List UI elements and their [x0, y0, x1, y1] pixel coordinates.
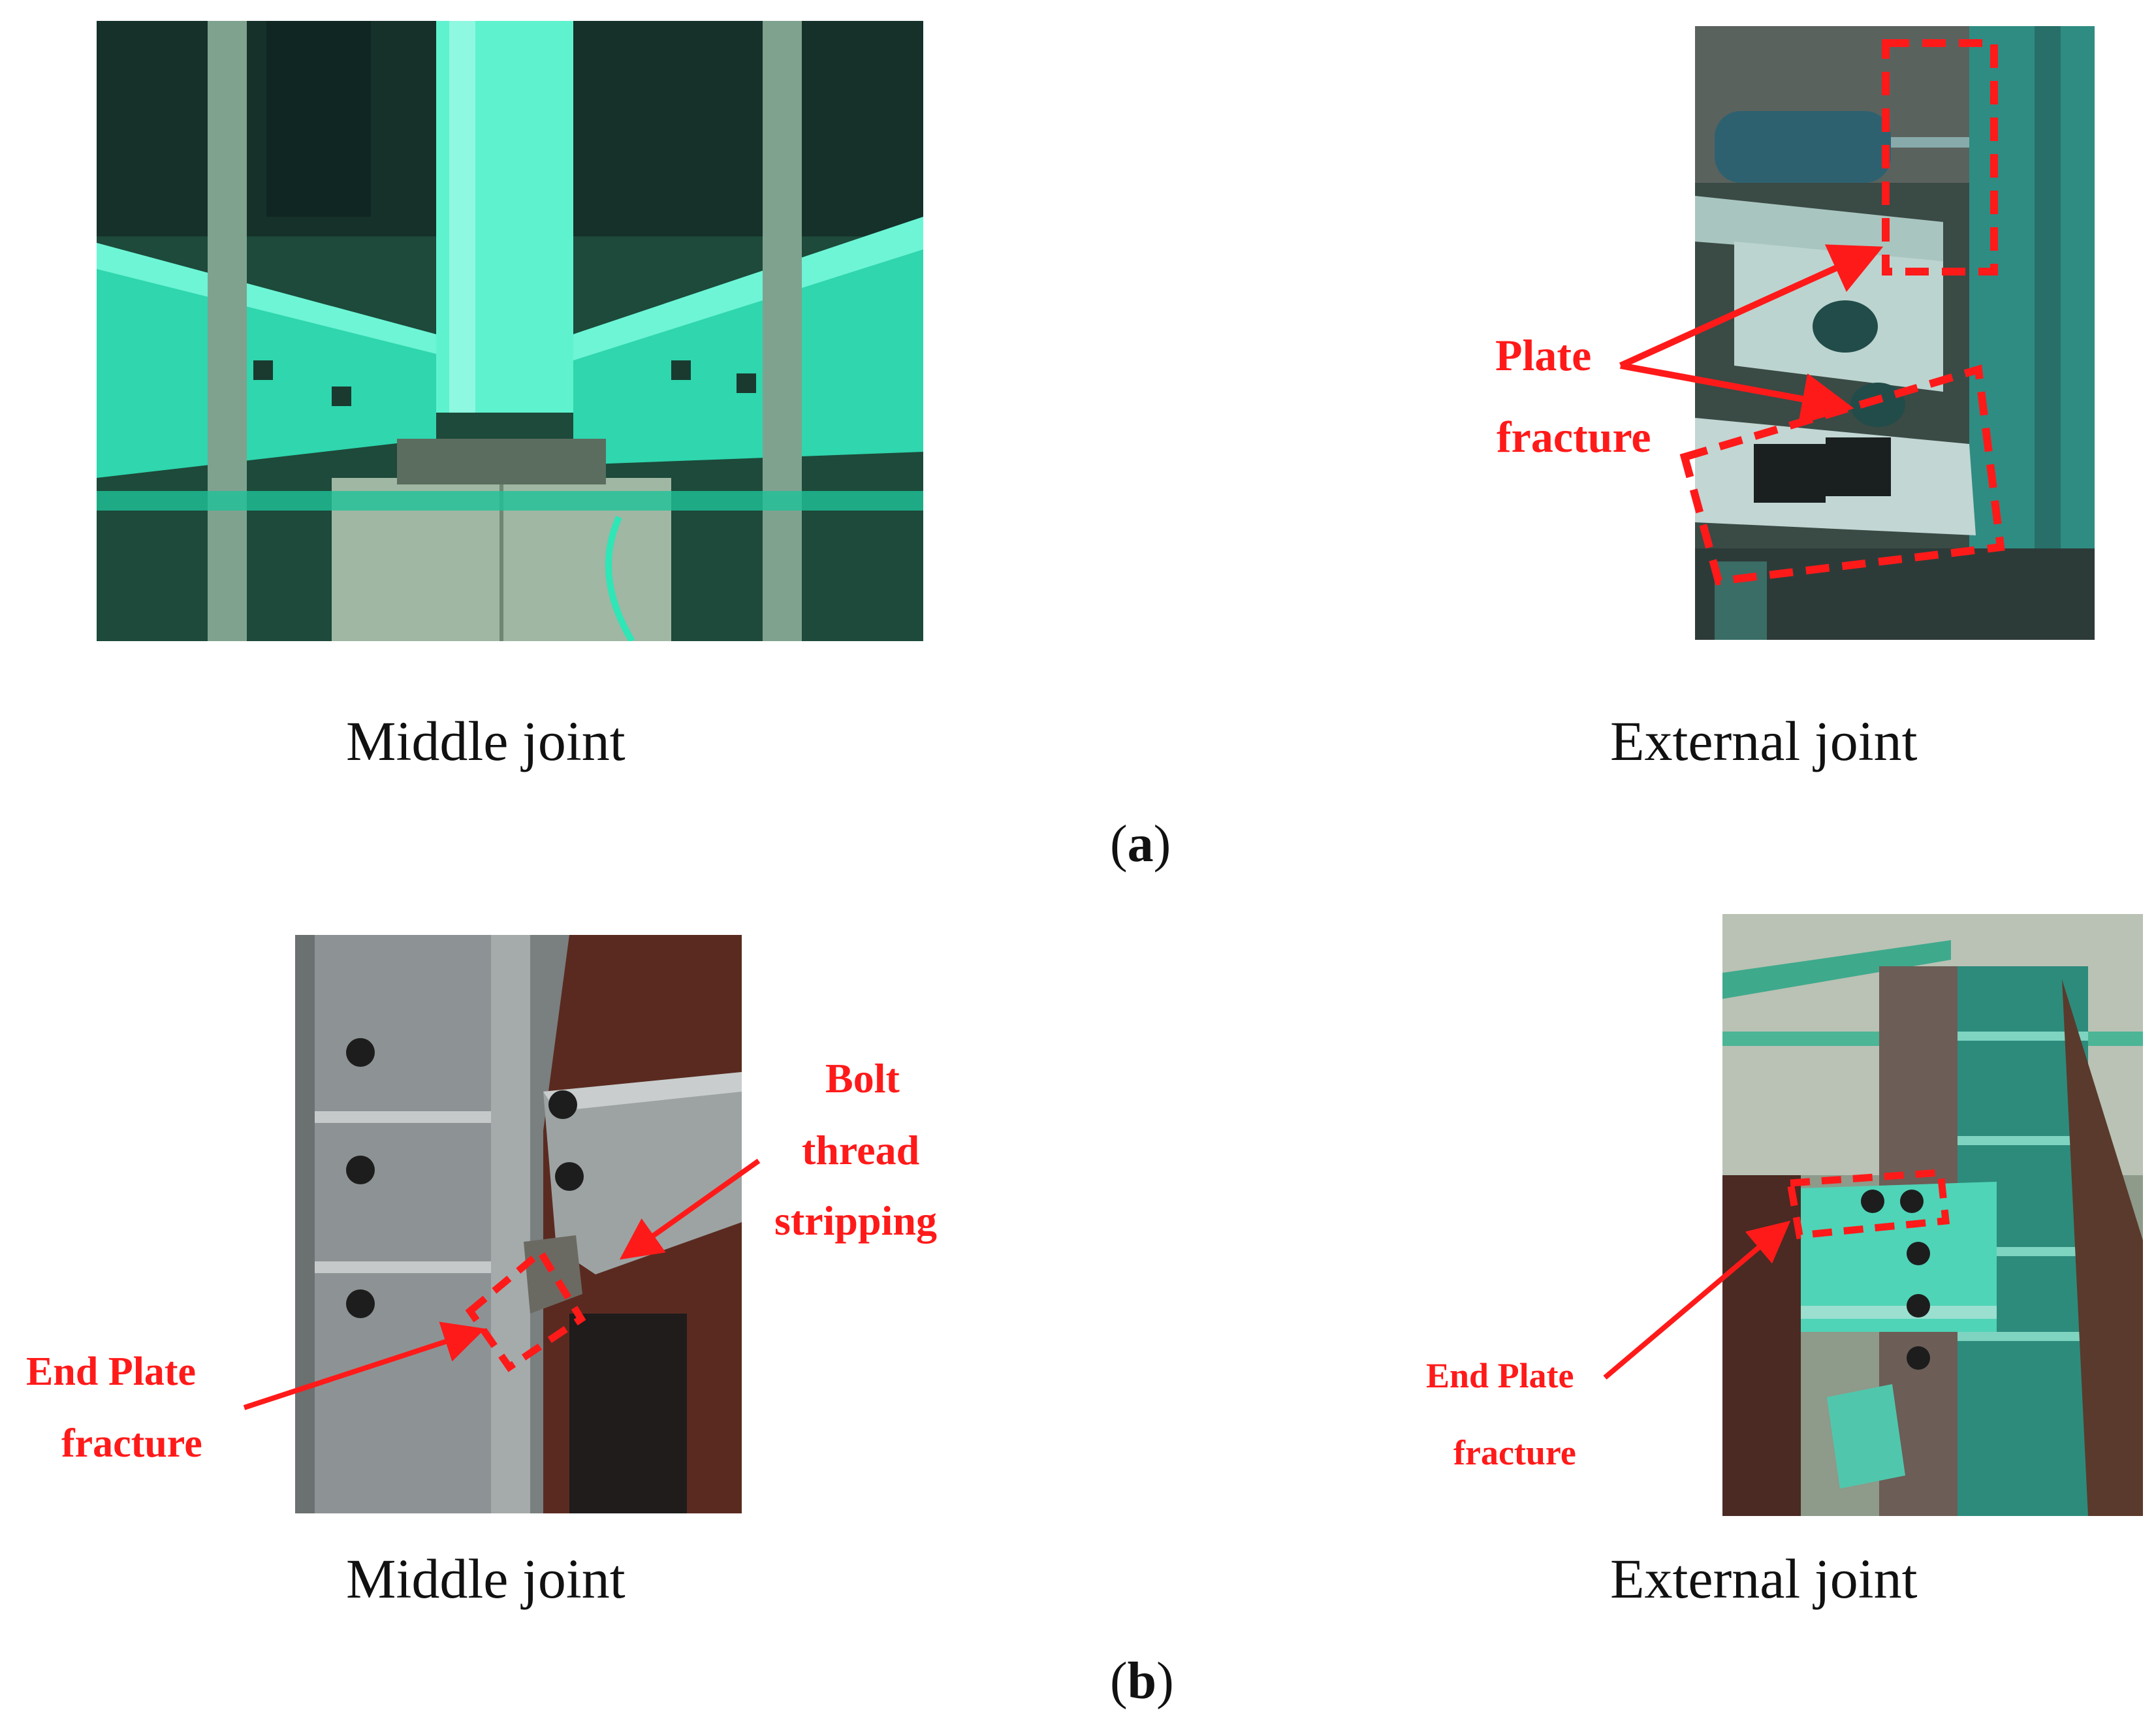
anno-b-end-plate-line2: fracture	[61, 1421, 202, 1466]
caption-b-external-joint: External joint	[1610, 1547, 1918, 1610]
panel-label-a-letter: a	[1127, 815, 1154, 873]
anno-b-bolt-line2: thread	[802, 1127, 920, 1173]
anno-b-bolt-line3: stripping	[774, 1197, 937, 1244]
panel-label-a-close: )	[1153, 815, 1171, 873]
anno-a-plate-fracture-line1: Plate	[1495, 330, 1592, 380]
panel-label-b-open: (	[1110, 1652, 1128, 1710]
caption-a-external-joint: External joint	[1610, 710, 1918, 772]
panel-label-a: (a)	[1110, 815, 1171, 874]
anno-b-right-end-plate-line1: End Plate	[1426, 1356, 1574, 1395]
photo-a-middle-joint	[97, 21, 923, 641]
caption-a-middle-joint: Middle joint	[346, 710, 626, 772]
panel-label-a-open: (	[1110, 815, 1128, 873]
anno-b-bolt-line1: Bolt	[825, 1055, 900, 1101]
photo-a-external-joint	[1695, 26, 2095, 640]
anno-b-right-end-plate-line2: fracture	[1453, 1433, 1576, 1472]
photo-b-middle-joint	[295, 935, 742, 1513]
panel-label-b: (b)	[1110, 1652, 1174, 1711]
anno-b-end-plate-line1: End Plate	[26, 1350, 197, 1394]
photo-b-external-joint	[1722, 914, 2143, 1516]
panel-label-b-close: )	[1156, 1652, 1174, 1710]
anno-a-plate-fracture-line2: fracture	[1497, 412, 1651, 462]
caption-b-middle-joint: Middle joint	[346, 1547, 626, 1610]
panel-label-b-letter: b	[1127, 1652, 1157, 1710]
